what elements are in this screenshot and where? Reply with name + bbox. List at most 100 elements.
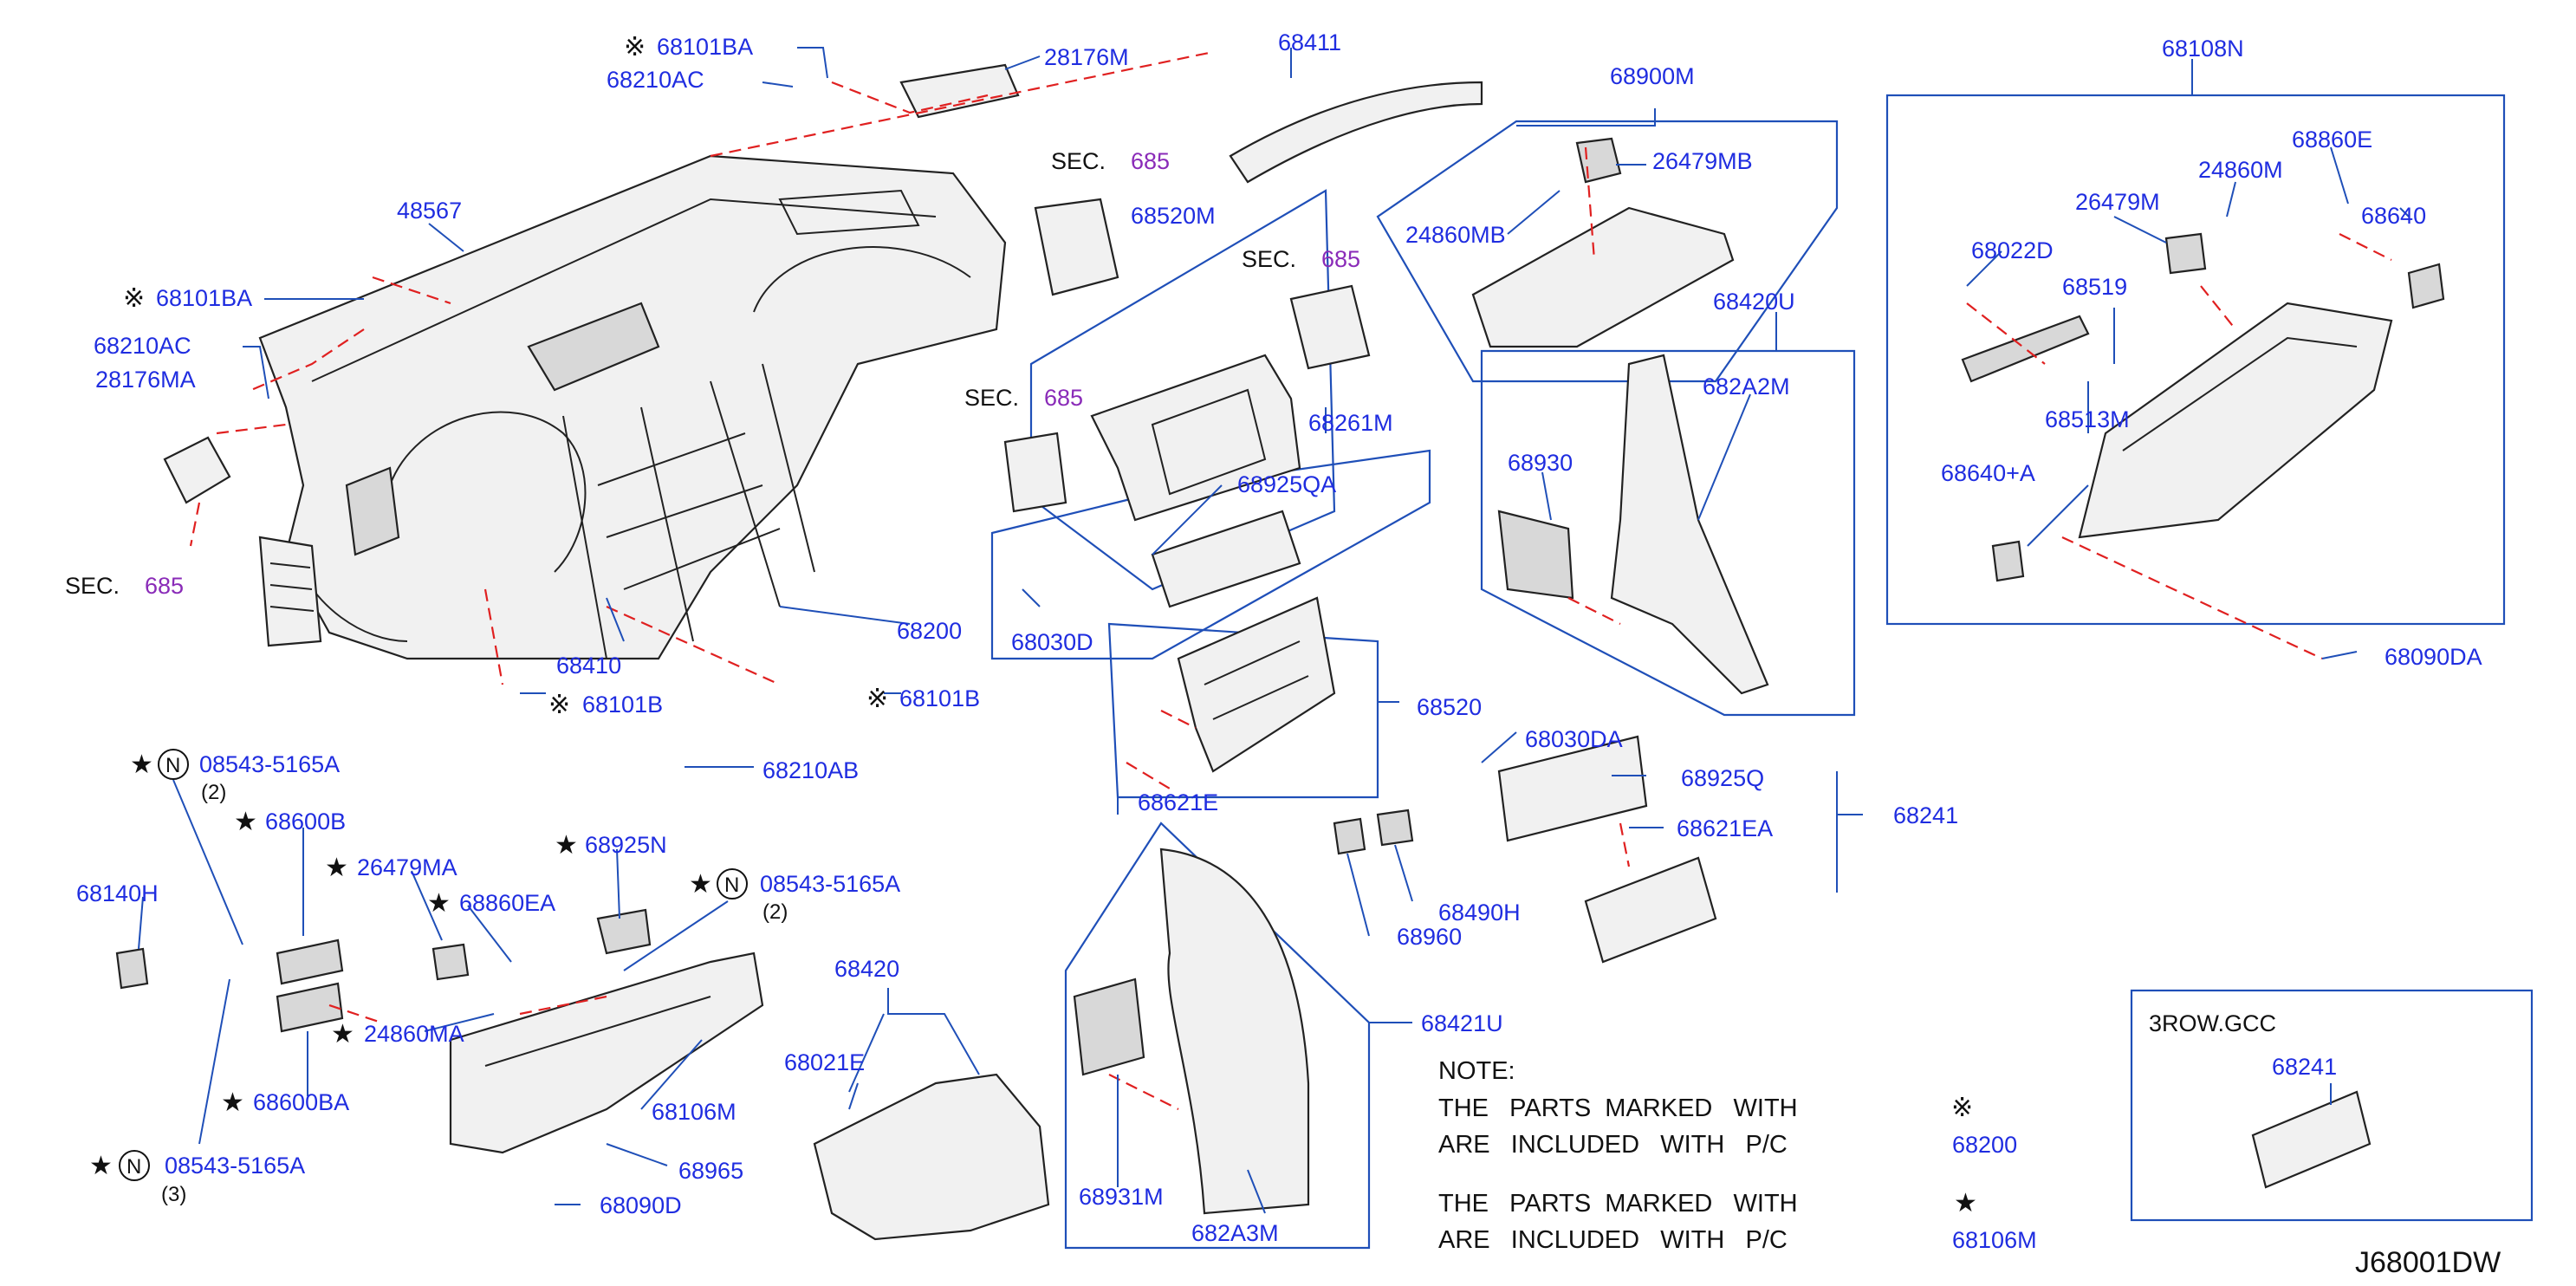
switch-68600B: [276, 939, 344, 985]
label-68210AC-left: 68210AC: [94, 333, 191, 359]
vent-left: [258, 536, 322, 647]
vent-685-c: [1003, 432, 1067, 513]
star-symbol: ★: [427, 888, 451, 919]
label-68022D: 68022D: [1971, 237, 2054, 263]
note-ref-68200: 68200: [1952, 1132, 2017, 1158]
star-symbol: ★: [555, 830, 578, 861]
label-68520: 68520: [1417, 694, 1482, 720]
note-line-4: ARE INCLUDED WITH P/C: [1438, 1226, 1788, 1254]
n-circle: [717, 868, 748, 900]
label-68200: 68200: [897, 618, 962, 644]
lid-68931M: [1073, 977, 1145, 1076]
label-68090DA: 68090DA: [2385, 644, 2482, 670]
label-68090D: 68090D: [600, 1192, 682, 1218]
n-circle: [119, 1150, 150, 1181]
note-ref-68106M: 68106M: [1952, 1227, 2037, 1253]
cluster-68520: [1177, 596, 1336, 773]
label-68490H: 68490H: [1438, 900, 1521, 926]
label-24860M: 24860M: [2198, 157, 2283, 183]
label-08543-a-qty: (2): [201, 781, 226, 804]
label-68021E: 68021E: [784, 1049, 865, 1075]
part-68640A: [1991, 540, 2025, 582]
label-68106M: 68106M: [652, 1099, 736, 1125]
group-leader-lines: [138, 47, 2410, 1214]
note-block: NOTE: THE PARTS MARKED WITH ※ ARE INCLUD…: [1438, 1057, 2037, 1254]
n-circle: [158, 749, 189, 780]
label-08543-b-qty: (2): [762, 900, 788, 924]
switch-68960: [1333, 817, 1366, 855]
label-68600B: 68600B: [265, 809, 346, 835]
instrument-panel-68200: [258, 154, 1007, 660]
box-68420U: [1480, 349, 1856, 717]
star-symbol: ★: [130, 750, 153, 780]
panel-68241: [1497, 735, 1648, 842]
label-68519: 68519: [2062, 274, 2127, 300]
note-ref-mark: ※: [1951, 1093, 1973, 1123]
label-68140H: 68140H: [76, 880, 159, 906]
label-24860MB: 24860MB: [1405, 222, 1506, 248]
box-3row-gcc: [2130, 989, 2534, 1222]
label-68108N: 68108N: [2162, 36, 2244, 62]
star-symbol: ★: [221, 1088, 244, 1118]
lock-68640: [2407, 263, 2445, 309]
panel-682A3M: [1159, 848, 1310, 1215]
sec-prefix-b: SEC.: [1242, 246, 1296, 272]
switch-26479M: [2164, 232, 2207, 275]
n-letter: N: [724, 874, 739, 897]
label-08543-c: 08543-5165A: [165, 1153, 305, 1179]
label-68930: 68930: [1508, 450, 1573, 476]
label-28176MA: 28176MA: [95, 367, 196, 393]
label-68640A: 68640+A: [1941, 460, 2035, 486]
label-68101B-b: 68101B: [899, 685, 980, 711]
note-line-2: ARE INCLUDED WITH P/C: [1438, 1131, 1788, 1159]
label-68030DA: 68030DA: [1525, 726, 1623, 752]
star-symbol: ★: [331, 1019, 354, 1049]
label-68925N: 68925N: [585, 832, 667, 858]
label-68621E: 68621E: [1138, 789, 1218, 815]
label-68931M: 68931M: [1079, 1184, 1164, 1210]
label-68410: 68410: [556, 653, 621, 679]
bracket-68925N: [596, 908, 652, 955]
ref-mark-symbol: ※: [624, 32, 646, 62]
label-68640: 68640: [2361, 203, 2426, 229]
label-68101B-a: 68101B: [582, 692, 663, 718]
ref-mark-symbol: ※: [123, 283, 145, 314]
panel-68261M: [1151, 510, 1301, 608]
label-68101BA-left: 68101BA: [156, 285, 252, 311]
label-68925QA: 68925QA: [1237, 471, 1336, 497]
label-68860E: 68860E: [2292, 127, 2372, 153]
label-68411: 68411: [1278, 29, 1341, 55]
label-28176M: 28176M: [1044, 44, 1129, 70]
label-26479MA: 26479MA: [357, 854, 457, 880]
label-68925Q: 68925Q: [1681, 765, 1764, 791]
box-68421U: [1064, 822, 1371, 1250]
label-08543-a: 08543-5165A: [199, 751, 340, 777]
cover-28176MA: [163, 436, 231, 504]
label-685-a: 685: [1131, 148, 1170, 174]
star-symbol: ★: [325, 853, 348, 883]
trim-682A2M: [1610, 354, 1769, 695]
glovebox-68108N: [2078, 302, 2393, 539]
note-title: NOTE:: [1438, 1057, 1515, 1085]
switch-26479MA: [431, 943, 470, 981]
part-68140H: [115, 947, 149, 990]
ref-mark-symbol: ※: [866, 684, 888, 714]
label-682A3M: 682A3M: [1191, 1220, 1279, 1246]
label-68420: 68420: [834, 956, 899, 982]
label-68420U: 68420U: [1713, 289, 1795, 315]
sec-prefix-c: SEC.: [964, 385, 1019, 411]
label-682A2M: 682A2M: [1703, 373, 1790, 399]
star-symbol: ★: [234, 807, 257, 837]
label-68421U: 68421U: [1421, 1010, 1503, 1036]
panel-68106M: [449, 952, 764, 1154]
switch-68600BA: [276, 982, 344, 1033]
label-68210AC-top: 68210AC: [607, 67, 704, 93]
label-685-c: 685: [1044, 385, 1083, 411]
label-68241-gcc: 68241: [2272, 1054, 2337, 1080]
group-parts: [115, 63, 2445, 1241]
part-26479MB: [1575, 137, 1622, 184]
box-68900M: [1376, 120, 1839, 383]
part-68930: [1497, 510, 1574, 600]
label-68513M: 68513M: [2045, 406, 2130, 432]
note-star: ★: [1954, 1188, 1977, 1218]
